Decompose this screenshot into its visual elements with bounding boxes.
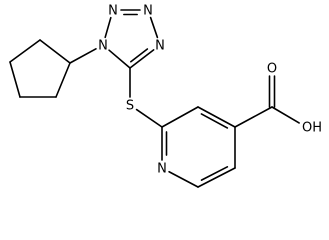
bond-n4-c5 [129,49,155,69]
bond-n1-n2 [104,16,112,39]
molecule-structure: N N N N S N O OH [9,4,322,188]
bond-py4-py3-inner [200,113,229,129]
bond-pyn-py6 [168,170,199,188]
bond-layer [9,9,300,188]
bond-cp1-cp2 [39,39,71,64]
bond-py6-py5 [197,167,236,188]
atom-label-cooh_o: O [267,62,277,77]
bond-cp3-cp4 [9,61,21,98]
bond-py4-cooh_c [234,106,273,128]
atom-label-layer: N N N N S N O OH [98,4,322,177]
bond-cp2-cp3 [9,39,41,63]
bond-cooh_c-cooh_oh [271,106,300,124]
atom-label-n1: N [98,39,108,54]
atom-label-s: S [126,99,134,114]
bond-n1-cp1 [69,48,97,64]
bond-py4-py3 [197,106,236,128]
bond-py6-py5-inner [200,166,229,181]
bond-cp5-cp1 [55,62,71,98]
atom-label-cooh_oh: OH [302,121,322,136]
bond-n4-c5-inner [130,48,149,63]
bond-s-py2 [135,108,163,128]
bond-py3-py2 [161,106,199,128]
atom-label-pyn: N [157,162,167,177]
bond-c5-n1 [108,49,131,69]
bond-n3-n4 [149,16,159,39]
atom-label-n3: N [143,4,153,19]
atom-label-n4: N [155,39,165,54]
atom-label-n2: N [108,4,118,19]
